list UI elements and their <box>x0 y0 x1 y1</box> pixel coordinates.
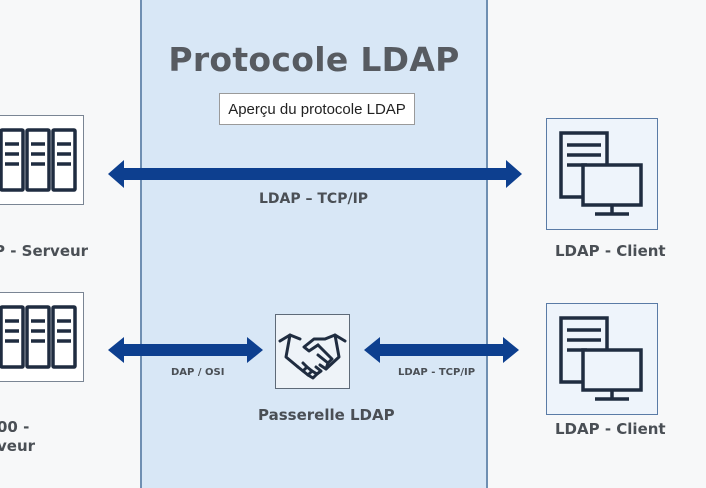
server-rack-icon <box>0 305 77 369</box>
client-top-box <box>546 118 658 230</box>
connection-dap-label: DAP / OSI <box>171 367 225 378</box>
gateway-label: Passerelle LDAP <box>258 406 395 424</box>
arrow-gateway-left <box>108 337 263 363</box>
arrow-top <box>108 160 522 188</box>
desktop-computer-icon <box>559 131 643 216</box>
server-bottom-box <box>0 292 84 382</box>
client-bottom-box <box>546 303 658 415</box>
connection-top-label: LDAP – TCP/IP <box>259 191 369 207</box>
tooltip: Aperçu du protocole LDAP <box>219 93 415 125</box>
server-top-label: P - Serveur <box>0 242 89 260</box>
server-top-box <box>0 115 84 205</box>
handshake-icon <box>278 333 347 380</box>
client-top-label: LDAP - Client <box>555 242 666 260</box>
connection-ldap-tcpip-label: LDAP - TCP/IP <box>398 367 476 378</box>
desktop-computer-icon <box>559 316 643 401</box>
server-bottom-label-line2: veur <box>0 437 36 455</box>
center-panel <box>140 0 488 488</box>
server-bottom-label-line1: 00 - <box>0 418 30 436</box>
client-bottom-label: LDAP - Client <box>555 420 666 438</box>
diagram-title: Protocole LDAP <box>168 40 460 79</box>
gateway-box <box>275 314 350 389</box>
arrow-gateway-right <box>364 337 519 363</box>
server-rack-icon <box>0 128 77 192</box>
